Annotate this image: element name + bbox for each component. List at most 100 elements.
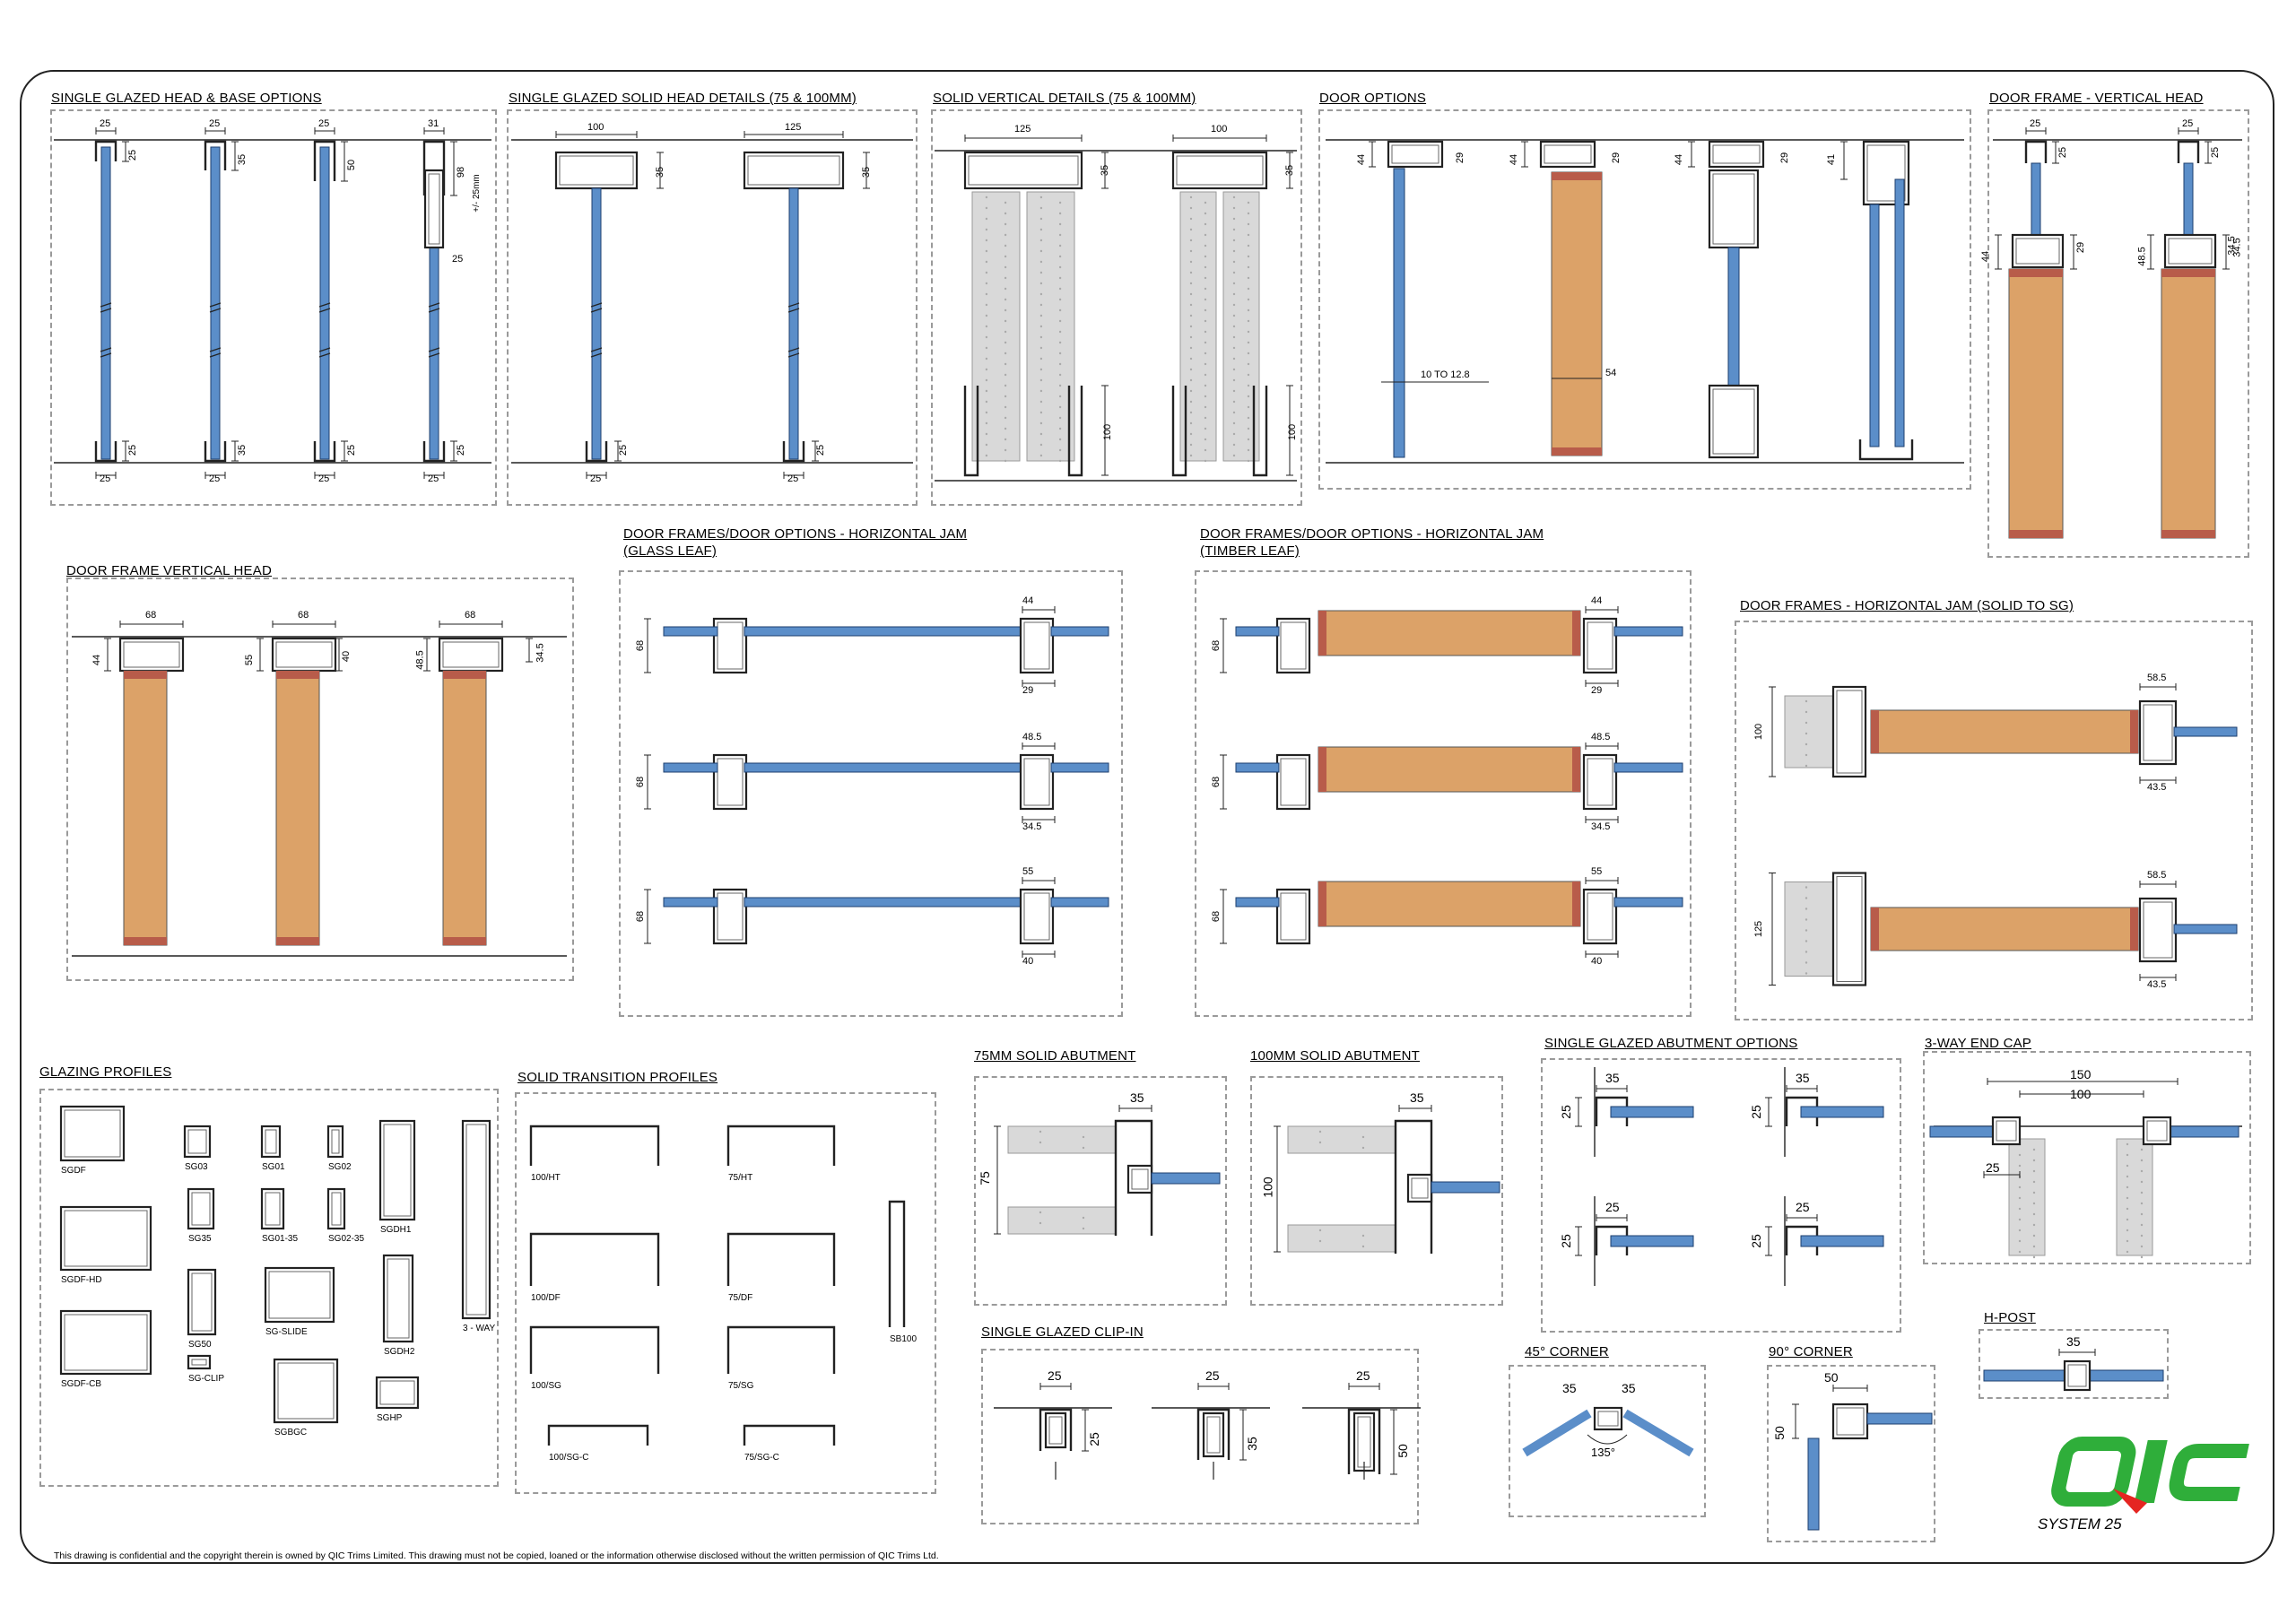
- glass-pane: [1235, 897, 1280, 908]
- insulation-dot: [1247, 222, 1250, 226]
- insulation-dot: [2126, 1142, 2129, 1146]
- insulation-dot: [1204, 373, 1207, 377]
- insulation-dot: [1805, 743, 1808, 746]
- insulation-dot: [2126, 1175, 2129, 1178]
- jamb-frame-profile: [1582, 753, 1618, 811]
- profile-chamber: [268, 1271, 331, 1319]
- insulation-dot: [1318, 1130, 1322, 1133]
- glass-pane: [744, 762, 1022, 773]
- insulation-dot: [2126, 1207, 2129, 1211]
- profile-chamber: [2067, 1364, 2087, 1387]
- insulation-dot: [1082, 1227, 1085, 1230]
- insulation-dot: [2018, 1239, 2022, 1243]
- insulation-dot: [2032, 1169, 2036, 1173]
- dimension-label: 58.5: [2147, 870, 2167, 881]
- door-lipping: [1318, 881, 1326, 926]
- solid-transition-100-sg-c: [547, 1424, 649, 1446]
- insulation-dot: [1039, 368, 1043, 371]
- insulation-dot: [1361, 1245, 1365, 1248]
- insulation-dot: [2032, 1245, 2036, 1248]
- profile-label: SGDH2: [384, 1347, 415, 1357]
- dimension-label: 100: [1753, 723, 1765, 741]
- title-corner90: 90° CORNER: [1769, 1344, 1853, 1359]
- solid-base-channel: [963, 386, 979, 477]
- dimension-label: 25: [428, 473, 439, 484]
- glass-pane: [1050, 897, 1109, 908]
- insulation-dot: [1805, 753, 1808, 757]
- jamb-frame-profile: [1019, 617, 1055, 674]
- break-line: [209, 347, 222, 352]
- copyright-footer: This drawing is confidential and the cop…: [54, 1550, 939, 1561]
- insulation-dot: [985, 432, 988, 436]
- profile-chamber: [1023, 892, 1050, 941]
- dimension-label: 34.5: [1022, 821, 1042, 832]
- insulation-dot: [2018, 1185, 2022, 1189]
- insulation-dot: [985, 228, 988, 231]
- dimension-label: 50: [1824, 1370, 1839, 1385]
- insulation-dot: [1232, 249, 1236, 253]
- timber-door-leaf: [1870, 709, 2139, 754]
- dimension-label: 25: [318, 473, 330, 484]
- profile-chamber: [1411, 1177, 1429, 1199]
- insulation-dot: [1247, 405, 1250, 409]
- insulation-dot: [1039, 1211, 1042, 1214]
- insulation-dot: [1247, 255, 1250, 258]
- profile-chamber: [331, 1192, 342, 1226]
- insulation-dot: [2140, 1169, 2144, 1173]
- insulation-dot: [1039, 271, 1043, 274]
- profile-label: SG01-35: [262, 1234, 299, 1244]
- solid-jamb-profile: [1831, 872, 1867, 986]
- dimension-label: 40: [341, 650, 352, 663]
- break-line: [318, 347, 331, 352]
- insulation-dot: [1004, 384, 1007, 387]
- insulation-dot: [1004, 416, 1007, 420]
- profile-label: SGDF-HD: [61, 1275, 102, 1285]
- glazing-profile-sg02-35: [326, 1187, 346, 1230]
- profile-chamber: [559, 155, 634, 186]
- timber-door-leaf: [1870, 907, 2139, 951]
- insulation-dot: [1058, 373, 1062, 377]
- profile-chamber: [187, 1129, 207, 1154]
- insulation-dot: [1039, 432, 1043, 436]
- insulation-dot: [1189, 228, 1193, 231]
- profile-label: SG50: [188, 1340, 212, 1350]
- dimension-label: 35: [655, 166, 666, 178]
- insulation-core: [1026, 191, 1075, 462]
- insulation-dot: [1232, 217, 1236, 221]
- insulation-dot: [1189, 217, 1193, 221]
- dimension-label: 48.5: [1022, 732, 1042, 743]
- dimension-label: 29: [1611, 152, 1622, 164]
- insulation-dot: [1247, 244, 1250, 248]
- insulation-dot: [985, 314, 988, 317]
- solid-base-channel: [1252, 386, 1268, 477]
- solid-transition-100-sg: [529, 1325, 660, 1374]
- jamb-frame-profile: [1019, 888, 1055, 945]
- glazing-channel-profile: [782, 441, 805, 463]
- solid-head-profile: [554, 151, 639, 190]
- insulation-dot: [1058, 319, 1062, 323]
- end-cap-profile: [1991, 1116, 2022, 1146]
- insulation-dot: [2032, 1223, 2036, 1227]
- dimension-label: 25: [127, 149, 139, 161]
- panel-abut100: [1250, 1076, 1503, 1306]
- insulation-dot: [1204, 384, 1207, 387]
- glass-pane: [210, 146, 221, 460]
- profile-chamber: [465, 1124, 487, 1316]
- door-lipping: [1552, 172, 1602, 180]
- insulation-dot: [1189, 357, 1193, 360]
- glazing-profile-sgdf: [59, 1105, 126, 1162]
- glazing-channel-profile: [204, 140, 227, 170]
- break-line: [428, 302, 440, 308]
- profile-chamber: [64, 1210, 148, 1267]
- insulation-dot: [1189, 292, 1193, 296]
- panel-hj-solid-sg: [1735, 621, 2253, 1020]
- insulation-dot: [1204, 201, 1207, 204]
- profile-label: 100/SG-C: [549, 1453, 589, 1463]
- insulation-dot: [2140, 1148, 2144, 1151]
- insulation-dot: [2018, 1164, 2022, 1168]
- jamb-frame-profile: [712, 753, 748, 811]
- break-line: [787, 347, 800, 352]
- insulation-dot: [1039, 335, 1043, 339]
- glazing-profile-3-way: [461, 1119, 491, 1320]
